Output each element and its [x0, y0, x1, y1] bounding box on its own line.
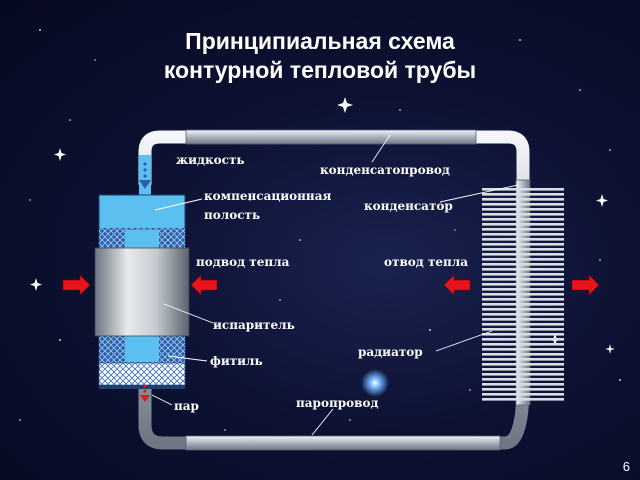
radiator-fin: [482, 378, 564, 381]
label-vapor: пар: [174, 399, 199, 413]
radiator-fin: [482, 253, 564, 256]
radiator-fin: [482, 308, 564, 311]
radiator-fin: [482, 243, 564, 246]
radiator-fin: [482, 343, 564, 346]
condensate-line-pipe: [185, 129, 477, 145]
radiator-fin: [482, 383, 564, 386]
radiator-fin: [482, 238, 564, 241]
radiator-fin: [482, 323, 564, 326]
title-line-1: Принципиальная схема: [185, 28, 455, 54]
radiator-fin: [482, 218, 564, 221]
flow-arrow-icon: [139, 162, 151, 189]
radiator-fin: [482, 268, 564, 271]
radiator-fin: [482, 358, 564, 361]
label-evaporator: испаритель: [213, 318, 295, 332]
radiator-fin: [482, 353, 564, 356]
radiator-fin: [482, 208, 564, 211]
radiator-fin: [482, 188, 564, 191]
label-wick: фитиль: [210, 354, 263, 368]
radiator-fin: [482, 363, 564, 366]
radiator-fin: [482, 193, 564, 196]
radiator-fin: [482, 288, 564, 291]
radiator-fin: [482, 263, 564, 266]
evaporator-assembly: [94, 194, 190, 389]
radiator-fin: [482, 368, 564, 371]
radiator-fin: [482, 203, 564, 206]
radiator-fin: [482, 313, 564, 316]
radiator-fin: [482, 248, 564, 251]
radiator-fin: [482, 333, 564, 336]
radiator-fin: [482, 293, 564, 296]
label-leader-lines: [151, 134, 519, 436]
label-radiator: радиатор: [358, 345, 423, 359]
label-condensate-line: конденсатопровод: [320, 163, 450, 177]
title-line-2: контурной тепловой трубы: [163, 57, 477, 83]
page-number: 6: [622, 459, 630, 474]
radiator-fin: [482, 223, 564, 226]
radiator-fin: [482, 338, 564, 341]
glow-star-icon: [361, 369, 389, 397]
radiator-fin: [482, 393, 564, 396]
star-field: [19, 29, 621, 431]
radiator-fin: [482, 398, 564, 401]
radiator-fin: [482, 213, 564, 216]
heat-arrow-icon: [62, 274, 600, 296]
label-compensation-cavity-2: полость: [204, 208, 261, 222]
radiator-fin: [482, 328, 564, 331]
radiator-fin: [482, 348, 564, 351]
radiator-fin: [482, 233, 564, 236]
radiator-fin: [482, 228, 564, 231]
radiator-fin: [482, 388, 564, 391]
vapor-line-pipe: [185, 435, 501, 451]
label-condenser: конденсатор: [364, 199, 453, 213]
radiator-fin: [482, 298, 564, 301]
label-heat-input: подвод тепла: [196, 255, 290, 269]
radiator-fin: [482, 318, 564, 321]
radiator-fin: [482, 373, 564, 376]
radiator-fin: [482, 303, 564, 306]
radiator-fin: [482, 198, 564, 201]
radiator-fin: [482, 273, 564, 276]
radiator-fins: [482, 188, 564, 401]
radiator-fin: [482, 258, 564, 261]
label-heat-removal: отвод тепла: [384, 255, 469, 269]
flow-arrow-icon: [140, 384, 150, 402]
radiator-fin: [482, 283, 564, 286]
label-liquid: жидкость: [176, 153, 245, 167]
radiator-fin: [482, 278, 564, 281]
label-vapor-line: паропровод: [296, 396, 379, 410]
label-compensation-cavity-1: компенсационная: [204, 189, 332, 203]
